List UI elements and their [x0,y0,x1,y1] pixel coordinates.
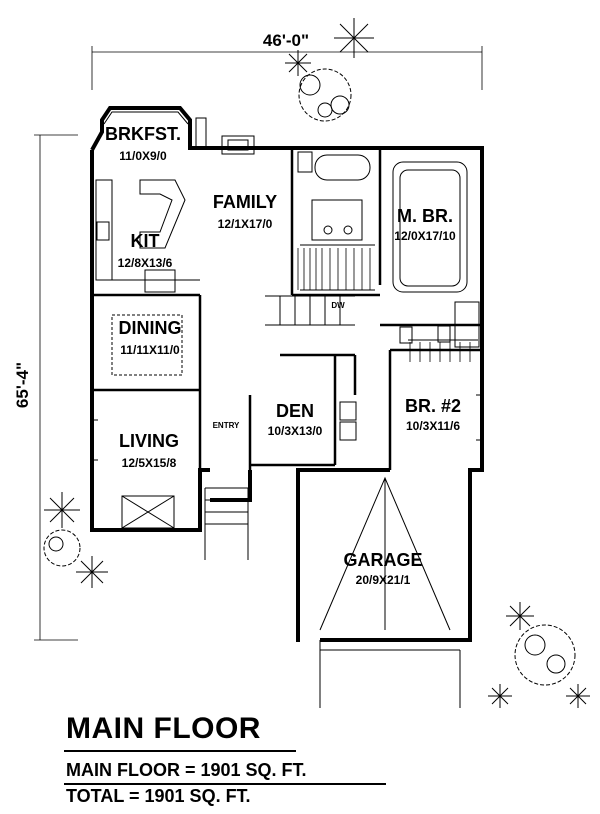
room-mbr-size: 12/0X17/10 [394,229,456,243]
tree-icon [298,68,352,122]
dimension-lines [34,46,483,641]
total-area: TOTAL = 1901 SQ. FT. [66,786,251,806]
room-kit-size: 12/8X13/6 [118,256,173,270]
main-floor-area: MAIN FLOOR = 1901 SQ. FT. [66,760,307,780]
room-garage-size: 20/9X21/1 [356,573,411,587]
room-dining-size: 11/11X11/0 [120,343,180,357]
room-garage-name: GARAGE [343,550,422,570]
area-divider [64,783,386,785]
dw-label: DW [331,301,345,310]
room-mbr-name: M. BR. [397,206,453,226]
room-den-name: DEN [276,401,314,421]
room-brkfst-name: BRKFST. [105,124,181,144]
room-family-size: 12/1X17/0 [218,217,273,231]
hatched-walls [297,248,471,362]
room-brkfst-size: 11/0X9/0 [119,149,167,163]
floor-title: MAIN FLOOR [66,712,261,745]
floor-plan: 46'-0" 65'-4" [13,18,590,708]
interior-walls [92,148,482,470]
room-br2-name: BR. #2 [405,396,461,416]
title-underline [64,750,296,752]
tree-icon [43,529,576,686]
room-family-name: FAMILY [213,192,277,212]
shrub-icon [44,18,590,708]
room-kit-name: KIT [131,231,160,251]
entry-label: ENTRY [213,421,240,430]
exterior-walls [90,106,484,642]
room-br2-size: 10/3X11/6 [406,419,460,433]
room-living-name: LIVING [119,431,179,451]
room-dining-name: DINING [119,318,182,338]
width-dimension: 46'-0" [263,31,309,50]
fixtures [92,111,482,708]
room-den-size: 10/3X13/0 [268,424,323,438]
depth-dimension: 65'-4" [13,362,32,408]
room-living-size: 12/5X15/8 [122,456,177,470]
